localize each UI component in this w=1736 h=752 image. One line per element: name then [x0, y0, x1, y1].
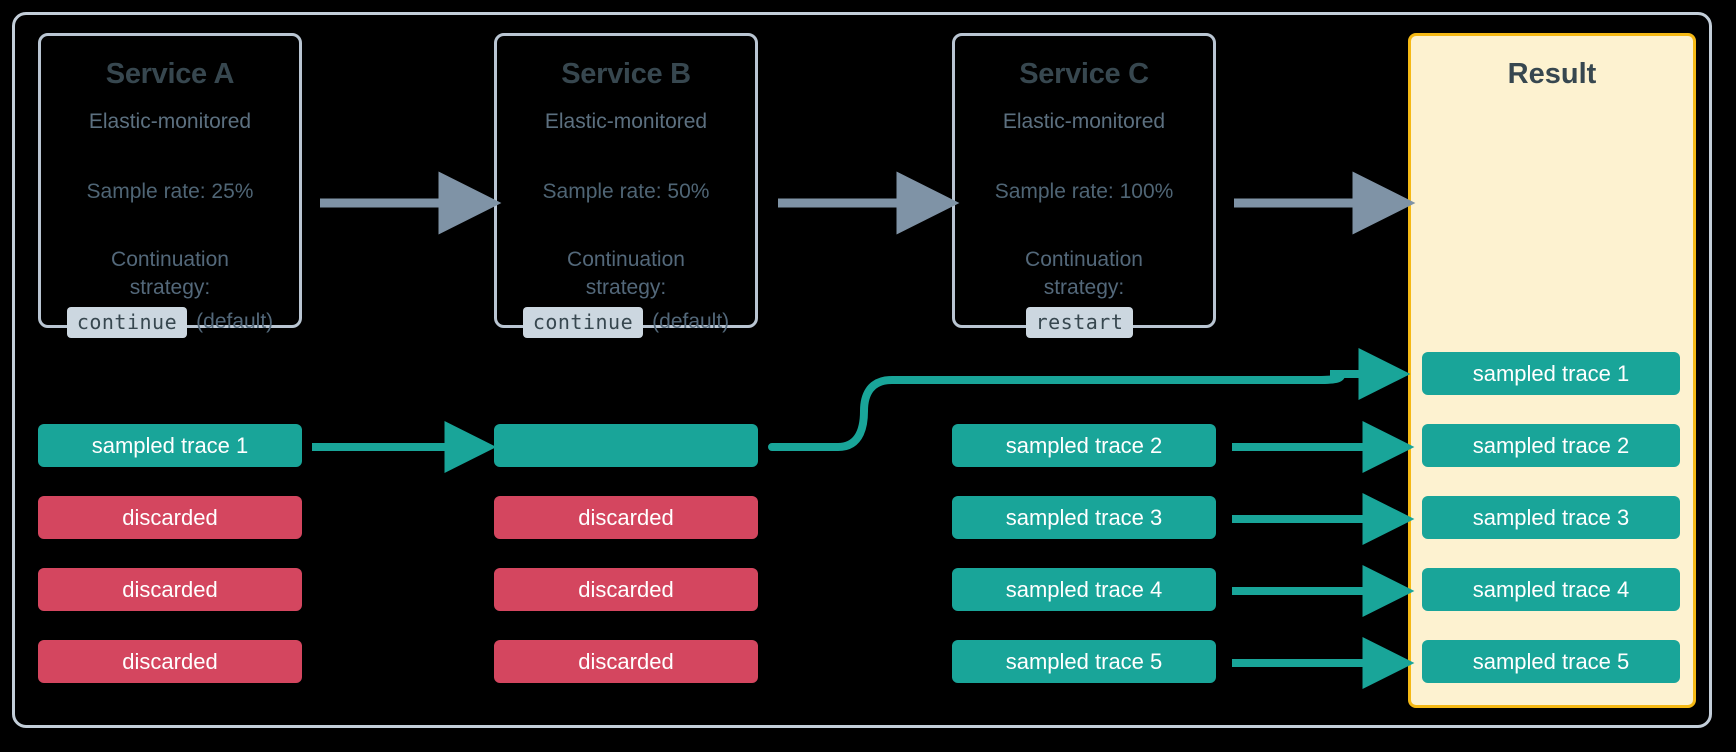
trace-pill-a-0: sampled trace 1 — [38, 424, 302, 467]
trace-pill-label: sampled trace 4 — [1005, 576, 1163, 602]
result-trace-label: sampled trace 2 — [1472, 432, 1630, 458]
trace-pill-c-3: sampled trace 5 — [952, 640, 1216, 683]
service-c-sample-rate: Sample rate: 100% — [994, 179, 1174, 203]
trace-pill-label: sampled trace 2 — [1005, 432, 1163, 458]
trace-pill-label: discarded — [578, 576, 674, 602]
service-b-title: Service B — [561, 58, 691, 90]
service-card-a: Service A Elastic-monitored Sample rate:… — [38, 33, 302, 338]
service-c-title: Service C — [1019, 58, 1149, 90]
result-trace-label: sampled trace 1 — [1472, 360, 1630, 386]
service-a-strategy-row: continue (default) — [41, 306, 299, 338]
service-b-strategy-value: continue — [522, 306, 644, 338]
trace-pill-a-1: discarded — [38, 496, 302, 539]
trace-pill-label: discarded — [122, 576, 218, 602]
service-a-strategy-label: Continuation strategy: — [41, 246, 299, 303]
result-trace-label: sampled trace 3 — [1472, 504, 1630, 530]
service-c-strategy-row: restart — [955, 306, 1213, 338]
result-trace-label: sampled trace 5 — [1472, 648, 1630, 674]
service-a-title: Service A — [105, 58, 235, 90]
trace-pill-c-2: sampled trace 4 — [952, 568, 1216, 611]
trace-pill-label: discarded — [578, 648, 674, 674]
trace-pill-label: discarded — [578, 504, 674, 530]
trace-pill-b-1: discarded — [494, 496, 758, 539]
service-c-strategy-line1: Continuation — [1025, 247, 1143, 271]
service-a-monitoring: Elastic-monitored — [88, 110, 252, 133]
trace-pill-b-3: discarded — [494, 640, 758, 683]
service-a-strategy-line2: strategy: — [129, 276, 211, 300]
service-c-monitoring: Elastic-monitored — [1002, 110, 1166, 133]
trace-pill-label: sampled trace 1 — [91, 432, 249, 458]
service-b-strategy-line1: Continuation — [567, 247, 685, 271]
trace-pill-label: sampled trace 3 — [1005, 504, 1163, 530]
trace-pill-a-2: discarded — [38, 568, 302, 611]
result-trace-label: sampled trace 4 — [1472, 576, 1630, 602]
service-a-strategy-line1: Continuation — [111, 247, 229, 271]
trace-pill-label: discarded — [122, 504, 218, 530]
service-a-sample-rate: Sample rate: 25% — [86, 179, 254, 203]
service-a-strategy-value: continue — [66, 306, 188, 338]
trace-pill-b-0 — [494, 424, 758, 467]
service-c-strategy-value: restart — [1025, 306, 1134, 338]
service-b-monitoring: Elastic-monitored — [544, 110, 708, 133]
service-card-b: Service B Elastic-monitored Sample rate:… — [494, 33, 758, 338]
trace-pill-b-2: discarded — [494, 568, 758, 611]
service-b-strategy-note: (default) — [652, 310, 730, 334]
service-a-strategy-note: (default) — [196, 310, 274, 334]
trace-pill-label: discarded — [122, 648, 218, 674]
result-trace-pill-0: sampled trace 1 — [1422, 352, 1680, 395]
service-c-strategy-label: Continuation strategy: — [955, 246, 1213, 303]
service-b-strategy-line2: strategy: — [585, 276, 667, 300]
service-b-sample-rate: Sample rate: 50% — [542, 179, 710, 203]
service-b-strategy-row: continue (default) — [497, 306, 755, 338]
trace-pill-c-0: sampled trace 2 — [952, 424, 1216, 467]
service-card-c: Service C Elastic-monitored Sample rate:… — [952, 33, 1216, 338]
service-c-strategy-line2: strategy: — [1043, 276, 1125, 300]
trace-pill-a-3: discarded — [38, 640, 302, 683]
result-trace-pill-4: sampled trace 5 — [1422, 640, 1680, 683]
service-b-strategy-label: Continuation strategy: — [497, 246, 755, 303]
result-title: Result — [1507, 58, 1597, 90]
result-trace-pill-3: sampled trace 4 — [1422, 568, 1680, 611]
outer-frame — [12, 12, 1712, 728]
trace-pill-label: sampled trace 5 — [1005, 648, 1163, 674]
result-trace-pill-2: sampled trace 3 — [1422, 496, 1680, 539]
trace-pill-c-1: sampled trace 3 — [952, 496, 1216, 539]
result-trace-pill-1: sampled trace 2 — [1422, 424, 1680, 467]
